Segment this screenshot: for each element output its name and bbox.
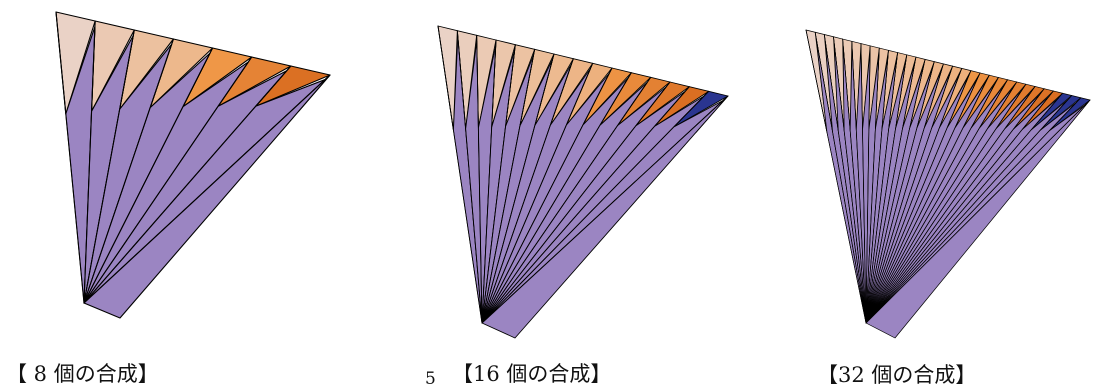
fan-fold-line — [865, 90, 1054, 324]
fan-fold-line — [851, 41, 867, 324]
fan-fold-line — [83, 74, 331, 304]
fan-fold-line — [865, 95, 1072, 324]
fan-fold-line — [456, 30, 483, 324]
fan-fold-line — [865, 61, 935, 324]
fan-fold-line — [481, 53, 555, 324]
caption-32: 【32 個の合成】 — [817, 363, 977, 387]
fan-fold-line — [865, 50, 889, 324]
fan-fold-line — [865, 88, 1045, 324]
fan-fold-line — [481, 86, 690, 324]
fan-fold-line — [481, 49, 536, 324]
fan-fold-line — [865, 75, 990, 324]
fan-fold-line — [865, 52, 898, 324]
fan-fold-line — [55, 11, 85, 304]
fan-fold-line — [865, 97, 1082, 324]
fan-fold-line — [476, 35, 483, 324]
fan-fold-line — [865, 66, 953, 324]
fan-fold-line — [865, 72, 981, 324]
fan-fold-line — [842, 39, 867, 324]
fan-fold-line — [865, 81, 1017, 324]
fan-fold-line — [83, 47, 213, 304]
fan-fold-line — [481, 44, 516, 324]
fan-fold-line — [865, 59, 926, 324]
fan-fold-line — [865, 93, 1063, 324]
fan-fold-line — [481, 72, 632, 324]
fan-fold-line — [481, 77, 651, 324]
fan-fold-line — [83, 56, 253, 304]
caption-16: 【16 個の合成】 — [452, 362, 612, 386]
fan-fold-line — [481, 95, 729, 324]
fan-fold-line — [814, 32, 867, 324]
fan-fold-line — [865, 77, 999, 324]
fan-fold-line — [824, 34, 867, 324]
fan-fold-line — [865, 99, 1091, 324]
fan-fold-line — [481, 81, 671, 324]
fan-diagram-32 — [805, 29, 1091, 339]
fan-fold-line — [865, 63, 944, 324]
fan-fold-line — [83, 20, 96, 304]
fan-diagram-16 — [437, 25, 729, 339]
fan-fold-line — [481, 67, 613, 324]
fan-fold-line — [805, 29, 867, 324]
fan-fold-line — [865, 70, 972, 324]
caption-8: 【 8 個の合成】 — [6, 362, 159, 386]
fan-fold-line — [83, 29, 135, 304]
fan-fold-line — [865, 84, 1027, 324]
fan-fold-line — [481, 39, 497, 324]
fan-fold-line — [865, 45, 871, 324]
fan-fold-line — [481, 63, 593, 324]
fan-diagram-8 — [55, 11, 331, 319]
fan-fold-line — [865, 68, 963, 324]
fan-fold-line — [437, 25, 483, 324]
fan-fold-line — [865, 48, 880, 324]
page-number: 5 — [425, 369, 436, 389]
fan-fold-line — [865, 79, 1008, 324]
fan-fold-line — [83, 65, 292, 304]
fan-fold-line — [865, 86, 1036, 324]
fan-fold-line — [860, 43, 867, 324]
fan-fold-line — [481, 58, 574, 324]
fan-fold-line — [865, 54, 908, 324]
fan-fold-line — [481, 91, 709, 324]
fan-fold-line — [865, 57, 917, 324]
fan-fold-line — [83, 38, 174, 304]
fan-fold-line — [833, 36, 867, 324]
